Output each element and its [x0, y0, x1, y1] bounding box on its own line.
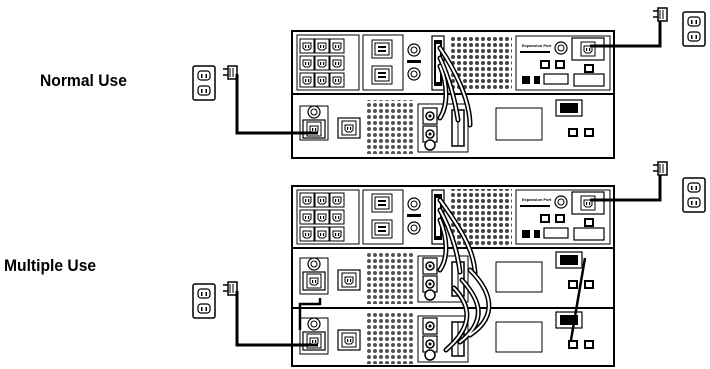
normal-use-label: Normal Use [40, 71, 127, 90]
wall-outlet [682, 11, 706, 47]
vent-grille [367, 312, 413, 364]
vent-grille [367, 252, 413, 304]
wall-outlet [192, 65, 216, 101]
normal-use-stack: Expansion Port [192, 7, 706, 159]
multiple-use-stack: Expansion Port [192, 161, 706, 367]
vent-grille [450, 189, 512, 245]
power-plug [652, 7, 668, 22]
power-plug [222, 65, 238, 80]
wall-outlet [682, 177, 706, 213]
expansion-port-text: Expansion Port [522, 197, 552, 202]
multiple-use-label: Multiple Use [4, 256, 97, 275]
power-plug [222, 281, 238, 296]
wall-outlet [192, 283, 216, 319]
power-plug [652, 161, 668, 176]
expansion-port-text: Expansion Port [522, 43, 552, 48]
vent-grille [367, 100, 413, 154]
